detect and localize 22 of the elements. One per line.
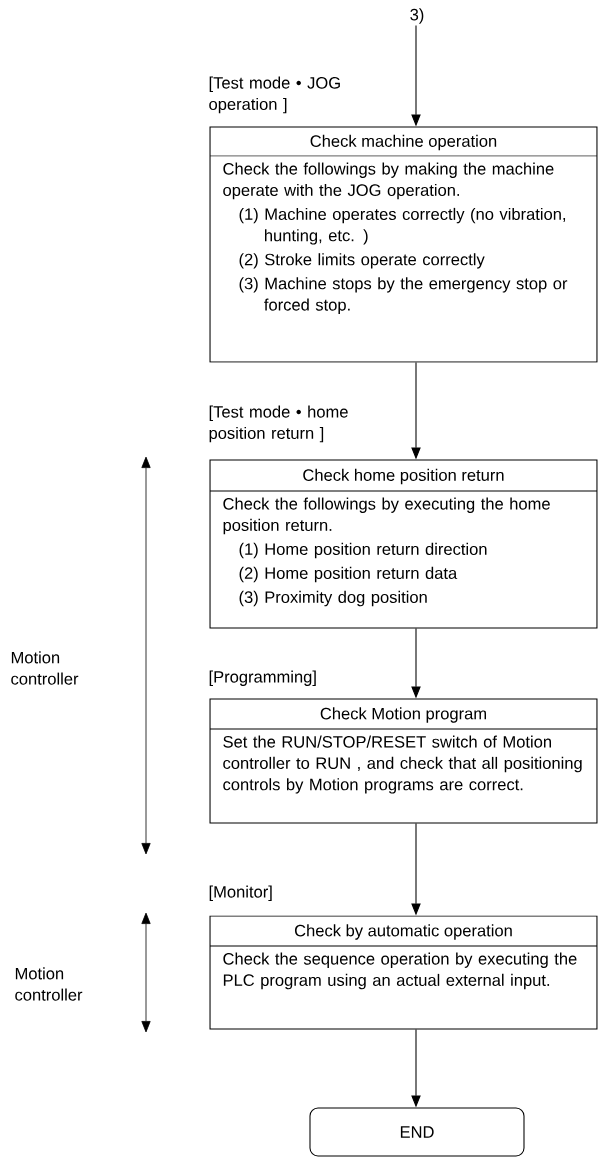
box-heading: Check machine operation <box>310 134 497 151</box>
box-heading: Check Motion program <box>320 707 486 723</box>
body-text: Check the sequence operation by executing the PLC program using an actual external input. <box>223 952 577 990</box>
list-item: (2) Home position return data <box>239 566 458 583</box>
list-item: (2) Stroke limits operate correctly <box>239 253 485 269</box>
step-label: [Test mode • JOG operation ] <box>209 76 340 114</box>
list-item: (1) Home position return direction <box>239 542 487 559</box>
body-text: Check the followings by executing the home position return. <box>223 497 550 535</box>
body-text: Set the RUN/STOP/RESET switch of Motion controller to RUN , and check that all positioning controls by Motion programs are correct. <box>223 735 582 794</box>
body-text: Check the followings by making the machine operate with the JOG operation. <box>223 162 554 200</box>
side-label: Motion controller <box>11 651 79 685</box>
step-label: [Programming] <box>209 670 316 686</box>
step-label: [Monitor] <box>209 885 272 901</box>
list-item: (1) Machine operates correctly (no vibration, hunting, etc. ) <box>239 207 566 245</box>
connector-label: 3) <box>410 8 424 24</box>
terminal-box: END <box>309 1107 525 1157</box>
side-label: Motion controller <box>15 967 83 1001</box>
box-heading: Check home position return <box>303 468 504 485</box>
box-heading: Check by automatic operation <box>294 924 512 940</box>
list-item: (3) Machine stops by the emergency stop or forced stop. <box>239 277 568 314</box>
list-item: (3) Proximity dog position <box>239 590 427 607</box>
step-label: [Test mode • home position return ] <box>209 405 348 443</box>
